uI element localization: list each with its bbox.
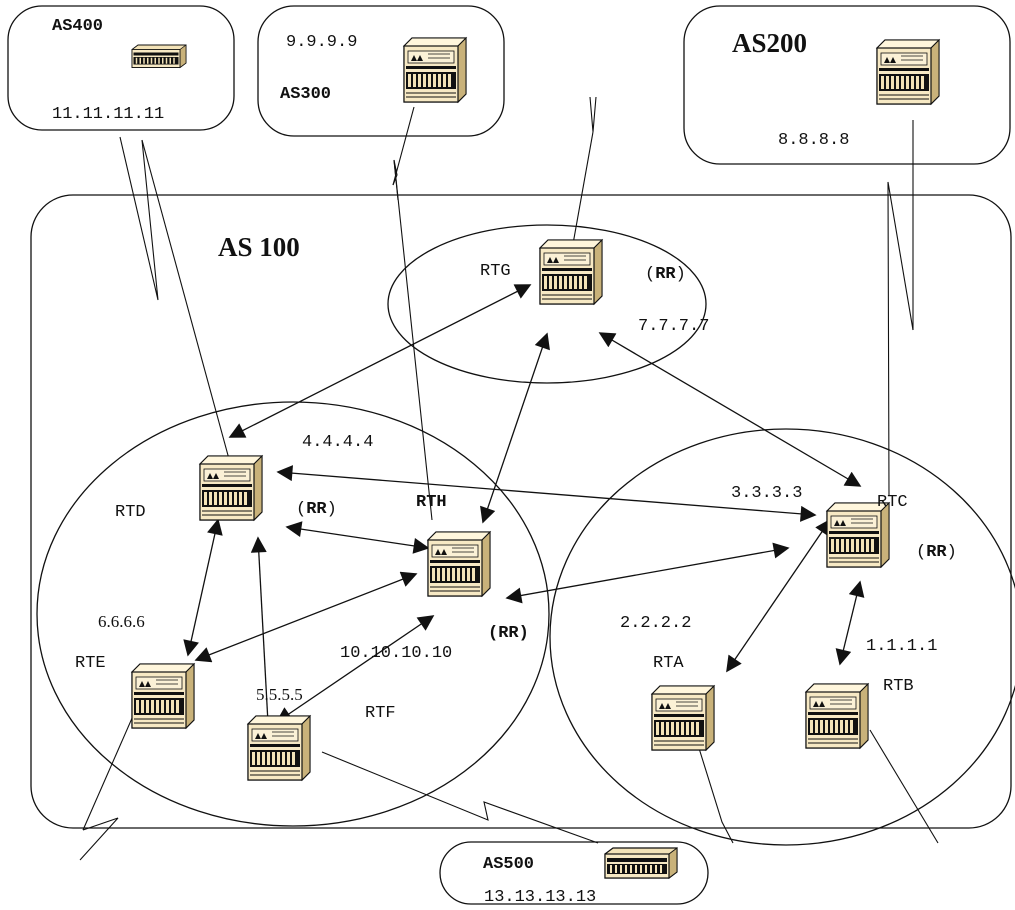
link-as300-rth xyxy=(393,159,433,521)
link-as400-rtd-zigzag xyxy=(119,136,159,301)
rtc-name: RTC xyxy=(877,493,908,512)
arrow-rtc-rta xyxy=(726,518,831,673)
ebgp-links xyxy=(79,96,939,861)
router-rtc xyxy=(826,502,890,568)
rtg-ip: 7.7.7.7 xyxy=(638,317,709,336)
arrow-rth-rtc xyxy=(505,542,790,604)
as400-ip: 11.11.11.11 xyxy=(52,105,164,124)
as100-boundary xyxy=(30,194,1012,829)
rth-ip: 10.10.10.10 xyxy=(340,644,452,663)
rtd-ip: 4.4.4.4 xyxy=(302,433,373,452)
link-rtf-as500 xyxy=(321,751,599,844)
router-rtg xyxy=(539,239,603,305)
link-rtg-up xyxy=(572,131,594,245)
link-rte-zigzag xyxy=(79,817,119,861)
rtb-name: RTB xyxy=(883,677,914,696)
rta-ip: 2.2.2.2 xyxy=(620,614,691,633)
rr-tag-rth: (RR) xyxy=(488,624,529,643)
as500-label: AS500 xyxy=(483,855,534,874)
as400-boundary xyxy=(7,5,235,131)
as300-boundary xyxy=(257,5,505,137)
rte-name: RTE xyxy=(75,654,106,673)
as200-ip: 8.8.8.8 xyxy=(778,131,849,150)
ibgp-arrows xyxy=(183,284,865,762)
link-as200-rtc xyxy=(887,181,914,497)
rtf-name: RTF xyxy=(365,704,396,723)
arrow-rth-rtf xyxy=(275,615,435,723)
rtg-name: RTG xyxy=(480,262,511,281)
rta-name: RTA xyxy=(653,654,684,673)
arrow-rtg-rtd xyxy=(228,284,532,438)
rr-tag-rtc: (RR) xyxy=(916,543,957,562)
rtc-ip: 3.3.3.3 xyxy=(731,484,802,503)
as500-ip: 13.13.13.13 xyxy=(484,888,596,907)
router-as400 xyxy=(131,44,187,68)
arrow-rtg-rtc xyxy=(598,332,862,487)
arrow-rtg-rth xyxy=(480,332,550,524)
arrow-rtc-rtb xyxy=(835,580,865,666)
rth-name: RTH xyxy=(416,493,447,512)
arrow-rtd-rtc xyxy=(276,465,817,522)
link-as400-rtd xyxy=(141,139,233,471)
rr-tag-rtd: (RR) xyxy=(296,500,337,519)
router-as300 xyxy=(403,37,467,103)
rtb-ip: 1.1.1.1 xyxy=(866,637,937,656)
rte-ip: 6.6.6.6 xyxy=(98,612,145,631)
router-rtf xyxy=(247,715,311,781)
router-rte xyxy=(131,663,195,729)
as200-label: AS200 xyxy=(732,28,807,58)
arrow-rtd-rth xyxy=(285,521,430,554)
as300-ip: 9.9.9.9 xyxy=(286,33,357,52)
router-rth xyxy=(427,531,491,597)
router-rtd xyxy=(199,455,263,521)
as400-label: AS400 xyxy=(52,17,103,36)
rr-tag-rtg: (RR) xyxy=(645,265,686,284)
router-as500 xyxy=(604,847,678,879)
as200-boundary xyxy=(683,5,1011,165)
rtf-ip: 5.5.5.5 xyxy=(256,685,303,704)
router-rtb xyxy=(805,683,869,749)
link-rtg-zigzag xyxy=(589,96,597,133)
link-rta-down xyxy=(697,744,734,844)
as300-label: AS300 xyxy=(280,85,331,104)
as100-label: AS 100 xyxy=(218,232,300,262)
link-rte-down xyxy=(82,699,141,831)
link-rtb-down xyxy=(869,729,939,844)
router-rta xyxy=(651,685,715,751)
router-as200 xyxy=(876,39,940,105)
rtd-name: RTD xyxy=(115,503,146,522)
arrow-rtd-rte xyxy=(183,518,223,657)
